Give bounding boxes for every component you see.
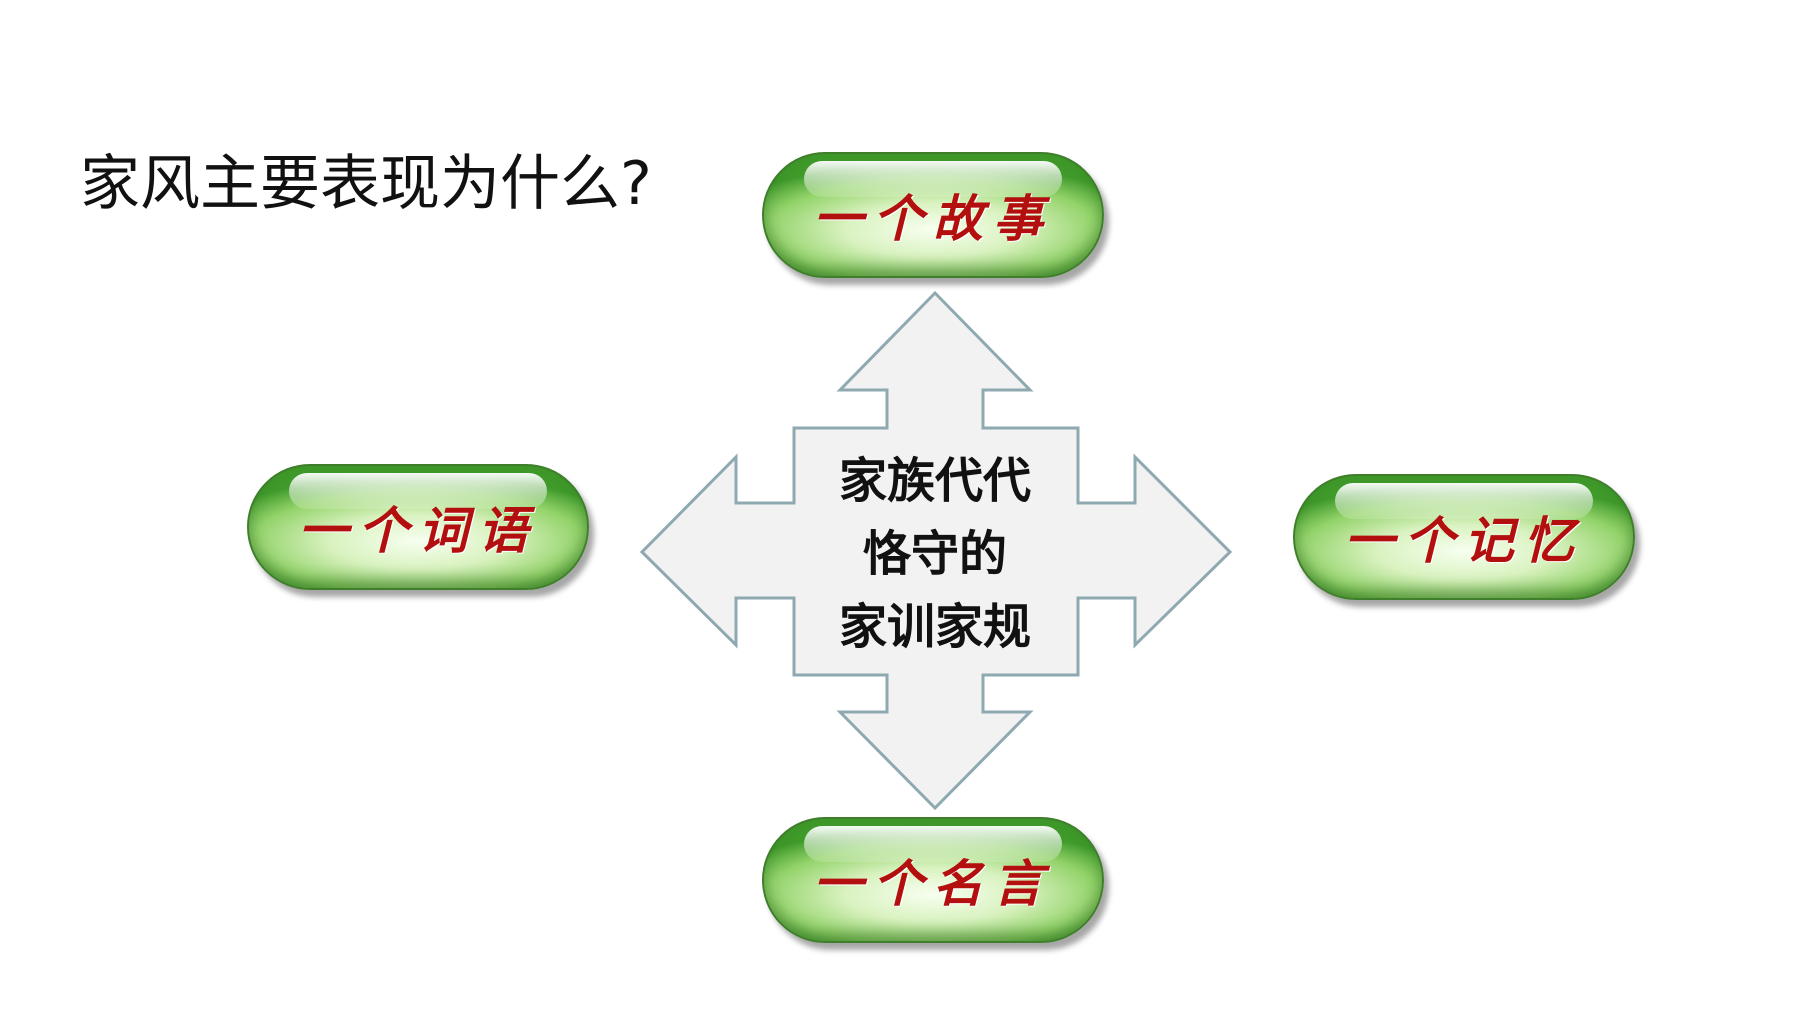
center-text-line-1: 家族代代	[838, 453, 1031, 509]
center-text-line-3: 家训家规	[838, 599, 1031, 655]
pill-word[interactable]: 一个词语	[247, 464, 589, 590]
pill-memory-label: 一个记忆	[1344, 511, 1584, 570]
center-text-line-2: 恪守的	[862, 526, 1007, 582]
pill-saying[interactable]: 一个名言	[762, 817, 1104, 943]
pill-word-label: 一个词语	[298, 501, 538, 560]
question-title: 家风主要表现为什么?	[80, 149, 652, 219]
four-way-arrow-shape	[639, 290, 1233, 811]
pill-story-label: 一个故事	[813, 189, 1053, 248]
pill-memory[interactable]: 一个记忆	[1293, 474, 1635, 600]
center-text: 家族代代 恪守的 家训家规	[805, 445, 1065, 664]
pill-story[interactable]: 一个故事	[762, 152, 1104, 278]
pill-saying-label: 一个名言	[813, 854, 1053, 913]
